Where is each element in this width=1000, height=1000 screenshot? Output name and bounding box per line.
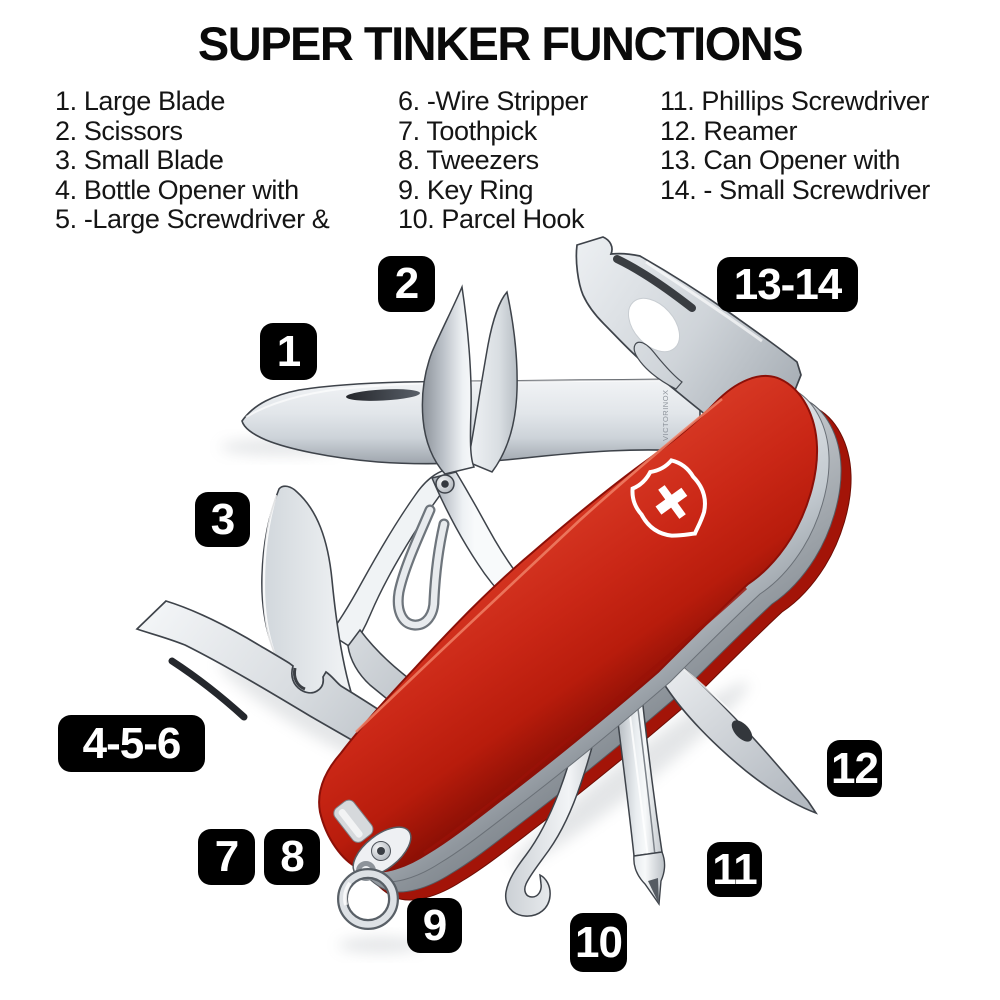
page-title: SUPER TINKER FUNCTIONS: [197, 17, 804, 70]
nail-nick: [346, 389, 420, 401]
list-item: 3. Small Blade: [55, 145, 224, 176]
callout-opener-group: 4-5-6: [58, 715, 205, 772]
scissors-back-blade: [467, 290, 518, 473]
list-item: 7. Toothpick: [398, 115, 537, 146]
function-list-column-3: 11. Phillips Screwdriver 12. Reamer 13. …: [660, 86, 930, 205]
list-item: 6. -Wire Stripper: [398, 86, 588, 116]
cap-lifter-notch: [293, 667, 306, 691]
list-item: 13. Can Opener with: [660, 145, 901, 176]
handle-top-highlight: [355, 397, 723, 733]
can-opener-claw: [633, 341, 683, 390]
key-ring-assembly: [337, 826, 412, 930]
wire-stripper-groove: [168, 657, 248, 721]
reamer-sewing-eye: [731, 720, 753, 742]
scissors-front-blade: [421, 284, 476, 475]
callout-key-ring: 9: [407, 898, 462, 953]
tweezers-toothpick-tab: [333, 799, 374, 843]
callout-can-opener: 13-14: [717, 257, 858, 312]
callout-scissors: 2: [378, 256, 435, 312]
list-item: 1. Large Blade: [55, 86, 226, 116]
list-item: 2. Scissors: [55, 115, 183, 146]
list-item: 5. -Large Screwdriver &: [55, 204, 330, 235]
callout-reamer: 12: [827, 740, 882, 797]
list-item: 11. Phillips Screwdriver: [660, 86, 929, 116]
can-opener-cutting-slit: [613, 255, 696, 312]
callout-large-blade: 1: [260, 323, 317, 380]
callout-toothpick: 7: [198, 829, 255, 885]
list-item: 14. - Small Screwdriver: [660, 174, 930, 205]
list-item: 8. Tweezers: [398, 145, 539, 176]
phillips-tip: [633, 851, 666, 906]
handle-bottom-shade: [423, 586, 748, 855]
list-item: 12. Reamer: [660, 115, 798, 146]
reamer: [655, 643, 819, 815]
blade-stamp: VICTORINOX: [661, 389, 670, 441]
list-item: 9. Key Ring: [398, 174, 534, 205]
list-item: 10. Parcel Hook: [398, 204, 585, 235]
callout-tweezers: 8: [264, 829, 320, 885]
callout-parcel-hook: 10: [570, 913, 627, 972]
function-list-column-1: 1. Large Blade 2. Scissors 3. Small Blad…: [55, 86, 330, 235]
function-list-column-2: 6. -Wire Stripper 7. Toothpick 8. Tweeze…: [398, 86, 588, 235]
can-opener-opening: [627, 297, 681, 353]
victorinox-shield-icon: [630, 458, 707, 538]
scissors-spring: [392, 504, 450, 631]
callout-small-blade: 3: [195, 492, 250, 547]
callout-phillips: 11: [707, 842, 762, 897]
list-item: 4. Bottle Opener with: [55, 174, 299, 205]
